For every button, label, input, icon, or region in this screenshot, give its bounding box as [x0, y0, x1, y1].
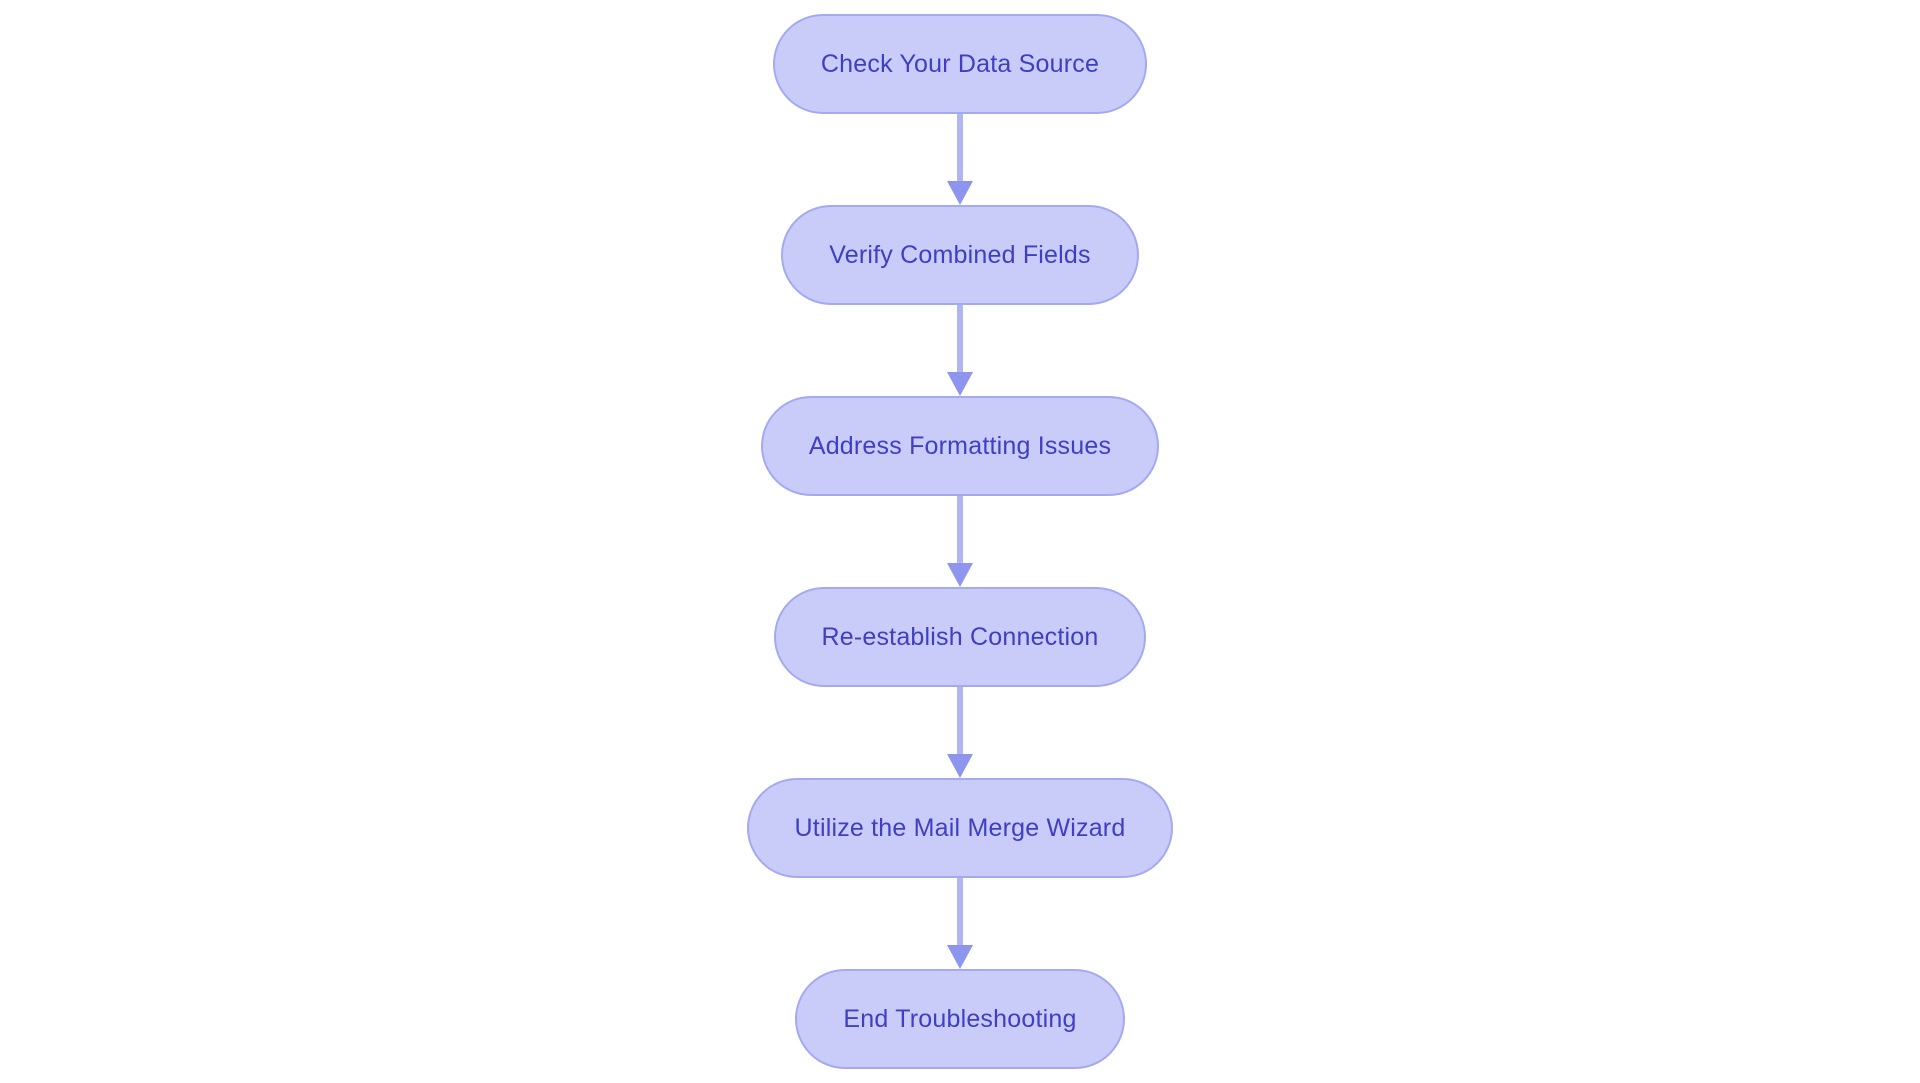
node-label: Utilize the Mail Merge Wizard — [794, 813, 1126, 842]
arrow-connector — [761, 496, 1159, 587]
flowchart-step: End Troubleshooting — [795, 969, 1125, 1069]
flowchart-node: Address Formatting Issues — [760, 396, 1160, 496]
node-label: Verify Combined Fields — [829, 240, 1091, 269]
flowchart-step: Verify Combined Fields — [781, 205, 1139, 396]
arrow-head-icon — [946, 754, 973, 778]
node-label: Check Your Data Source — [820, 49, 1100, 78]
arrow-line — [957, 114, 963, 182]
arrow-head-icon — [947, 181, 973, 205]
flowchart-node: End Troubleshooting — [795, 969, 1125, 1069]
arrow-line — [956, 687, 963, 755]
arrow-connector — [747, 878, 1174, 969]
arrow-line — [956, 878, 963, 946]
flowchart-node: Verify Combined Fields — [781, 205, 1139, 305]
node-label: Re-establish Connection — [821, 622, 1099, 651]
flowchart-node: Re-establish Connection — [773, 587, 1147, 687]
arrow-connector — [774, 687, 1147, 778]
node-label: Address Formatting Issues — [808, 431, 1112, 460]
arrow-connector — [773, 114, 1147, 205]
flowchart-node: Utilize the Mail Merge Wizard — [746, 778, 1174, 878]
arrow-line — [957, 496, 963, 564]
flowchart-step: Check Your Data Source — [772, 14, 1148, 205]
arrow-head-icon — [946, 945, 973, 969]
arrow-connector — [781, 305, 1138, 396]
flowchart-step: Utilize the Mail Merge Wizard — [746, 778, 1174, 969]
flowchart-node: Check Your Data Source — [772, 14, 1148, 114]
arrow-head-icon — [947, 563, 973, 587]
arrow-head-icon — [947, 372, 973, 396]
arrow-line — [957, 305, 963, 373]
node-label: End Troubleshooting — [843, 1004, 1077, 1033]
flowchart-step: Address Formatting Issues — [760, 396, 1160, 587]
flowchart-step: Re-establish Connection — [773, 587, 1147, 778]
